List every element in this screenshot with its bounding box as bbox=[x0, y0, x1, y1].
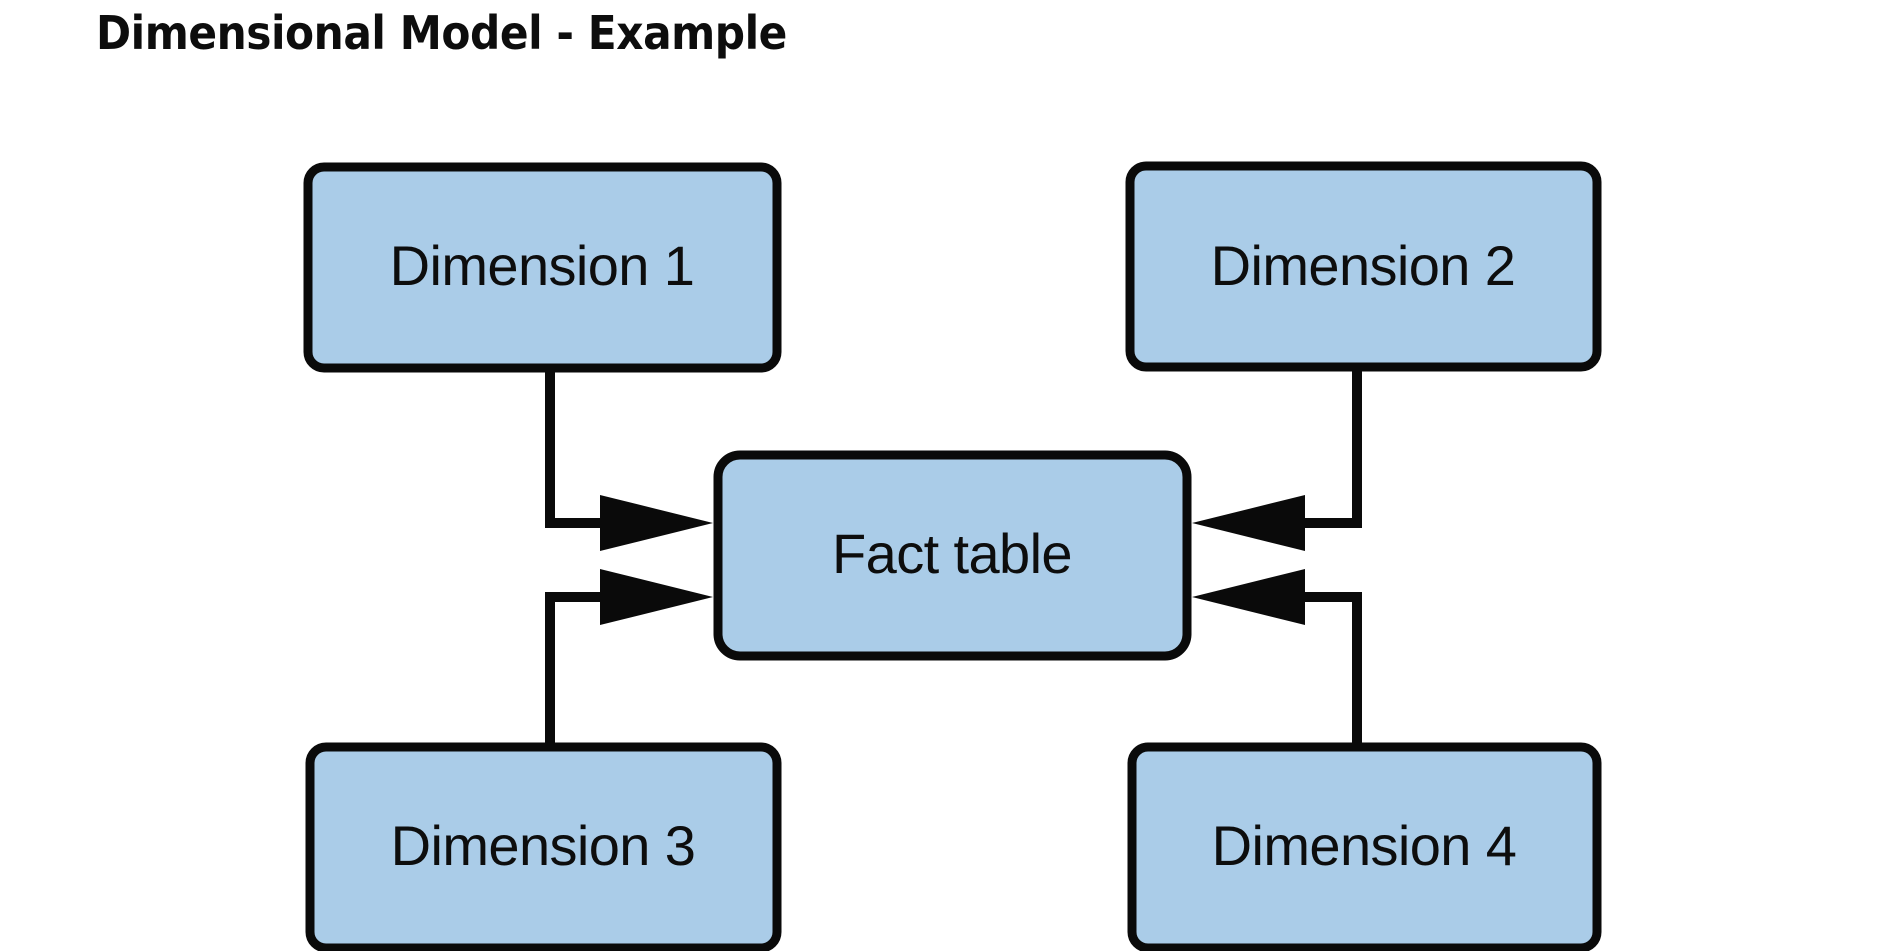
node-fact-table[interactable]: Fact table bbox=[713, 450, 1192, 661]
arrowhead-dimension-2-to-fact bbox=[1192, 495, 1305, 551]
arrowhead-dimension-1-to-fact bbox=[600, 495, 713, 551]
arrowhead-dimension-4-to-fact bbox=[1192, 569, 1305, 625]
node-dimension-4-box[interactable] bbox=[1127, 742, 1602, 951]
node-dimension-1[interactable]: Dimension 1 bbox=[303, 162, 782, 373]
node-dimension-4-label: Dimension 4 bbox=[1212, 814, 1517, 877]
connector-dimension-1-to-fact bbox=[545, 368, 605, 528]
node-dimension-1-box[interactable] bbox=[303, 162, 782, 373]
node-dimension-2-label: Dimension 2 bbox=[1211, 234, 1516, 297]
node-fact-table-label: Fact table bbox=[832, 522, 1072, 585]
connector-dimension-2-to-fact bbox=[1300, 368, 1362, 528]
arrowhead-dimension-3-to-fact bbox=[600, 569, 713, 625]
node-dimension-3-box[interactable] bbox=[305, 742, 782, 951]
node-fact-table-box[interactable] bbox=[713, 450, 1192, 661]
node-dimension-3[interactable]: Dimension 3 bbox=[305, 742, 782, 951]
node-dimension-2[interactable]: Dimension 2 bbox=[1125, 161, 1602, 372]
page-title: Dimensional Model - Example bbox=[96, 6, 787, 60]
connector-dimension-3-to-fact bbox=[545, 592, 605, 747]
connector-dimension-4-to-fact bbox=[1300, 592, 1362, 747]
node-dimension-1-label: Dimension 1 bbox=[390, 234, 695, 297]
node-dimension-2-box[interactable] bbox=[1125, 161, 1602, 372]
node-dimension-3-label: Dimension 3 bbox=[391, 814, 696, 877]
node-dimension-4[interactable]: Dimension 4 bbox=[1127, 742, 1602, 951]
